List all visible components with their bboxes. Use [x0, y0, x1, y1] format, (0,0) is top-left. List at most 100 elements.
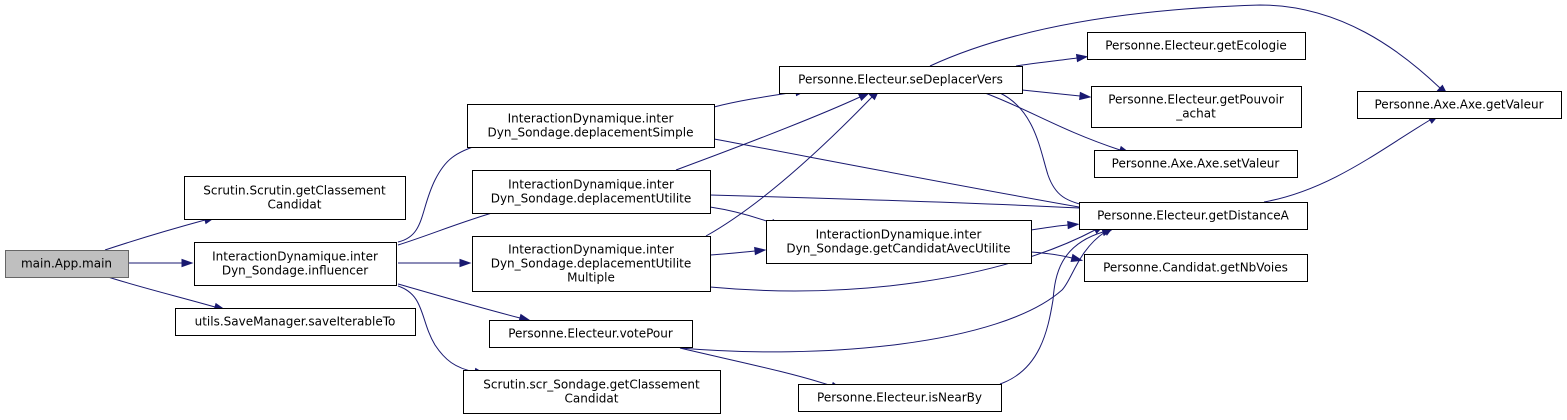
node-label-line: Dyn_Sondage.deplacementSimple — [488, 126, 694, 140]
node-label-line: Personne.Electeur.votePour — [508, 327, 673, 341]
edge-seDeplacerVers-to-getDistanceA — [999, 92, 1105, 212]
edge-line — [1021, 89, 1081, 97]
node-scrGetClassement[interactable]: Scrutin.scr_Sondage.getClassementCandida… — [463, 370, 721, 414]
edge-line — [1030, 251, 1073, 259]
node-label-line: Scrutin.Scrutin.getClassement — [203, 184, 386, 198]
edge-line — [679, 231, 1106, 353]
edge-line — [929, 4, 1441, 89]
node-box — [472, 236, 711, 292]
node-box — [766, 220, 1032, 264]
edge-line — [675, 96, 861, 171]
node-label-line: Personne.Electeur.getPouvoir — [1108, 93, 1284, 107]
node-box — [1084, 254, 1308, 282]
node-getCandidatAvecUtilite[interactable]: InteractionDynamique.interDyn_Sondage.ge… — [766, 220, 1032, 264]
node-label-line: Dyn_Sondage.deplacementUtilite — [491, 192, 692, 206]
node-box — [472, 170, 711, 214]
node-getNbVoies[interactable]: Personne.Candidat.getNbVoies — [1084, 254, 1308, 282]
node-box — [467, 104, 715, 148]
arrowhead-icon — [181, 258, 194, 268]
edge-getCandidatAvecUtilite-to-getDistanceA — [1030, 220, 1080, 231]
nodes-layer: main.App.main Scrutin.Scrutin.getClasseme… — [5, 32, 1562, 414]
node-box — [175, 308, 416, 336]
node-influencer[interactable]: InteractionDynamique.interDyn_Sondage.in… — [194, 242, 397, 286]
node-box — [194, 242, 397, 286]
node-label-line: utils.SaveManager.saveIterableTo — [195, 315, 396, 329]
node-saveIterableTo[interactable]: utils.SaveManager.saveIterableTo — [175, 308, 416, 336]
node-getPouvoirAchat[interactable]: Personne.Electeur.getPouvoir_achat — [1091, 86, 1302, 128]
node-label-line: Scrutin.scr_Sondage.getClassement — [483, 378, 700, 392]
node-isNearBy[interactable]: Personne.Electeur.isNearBy — [798, 384, 1002, 412]
edge-line — [709, 229, 1096, 292]
node-label-line: InteractionDynamique.inter — [508, 112, 674, 126]
node-label-line: Personne.Electeur.isNearBy — [817, 391, 982, 405]
node-votePour[interactable]: Personne.Electeur.votePour — [489, 320, 693, 348]
node-box — [1091, 86, 1302, 128]
node-label-line: _achat — [1175, 107, 1216, 121]
edge-line — [397, 285, 476, 373]
node-label-line: Multiple — [567, 271, 615, 285]
arrowhead-icon — [754, 246, 767, 256]
node-getEcologie[interactable]: Personne.Electeur.getEcologie — [1087, 32, 1306, 60]
edge-line — [1263, 119, 1431, 203]
edge-getCandidatAvecUtilite-to-getNbVoies — [1030, 251, 1084, 262]
edge-seDeplacerVers-to-getPouvoirAchat — [1021, 89, 1092, 101]
edge-line — [397, 143, 483, 243]
node-box — [798, 384, 1002, 412]
node-seDeplacerVers[interactable]: Personne.Electeur.seDeplacerVers — [779, 66, 1023, 94]
node-box — [779, 66, 1023, 94]
edge-deplacementUtiliteMultiple-to-getCandidatAvecUtilite — [709, 246, 767, 256]
edge-line — [679, 347, 833, 387]
edge-line — [713, 138, 1086, 209]
node-label-line: InteractionDynamique.inter — [508, 243, 674, 257]
node-label-line: InteractionDynamique.inter — [212, 250, 378, 264]
node-deplacementSimple[interactable]: InteractionDynamique.interDyn_Sondage.de… — [467, 104, 715, 148]
node-deplacementUtiliteMultiple[interactable]: InteractionDynamique.interDyn_Sondage.de… — [472, 236, 711, 292]
node-label-line: Personne.Candidat.getNbVoies — [1103, 261, 1288, 275]
edge-line — [999, 92, 1094, 208]
node-label-line: Candidat — [565, 392, 619, 406]
node-box — [5, 250, 129, 278]
edge-line — [104, 275, 216, 308]
arrowhead-icon — [459, 258, 472, 268]
node-label-line: Candidat — [268, 198, 322, 212]
node-label-line: Dyn_Sondage.influencer — [222, 264, 368, 278]
arrowhead-icon — [1070, 253, 1084, 262]
node-label-line: main.App.main — [21, 257, 112, 271]
node-label-line: Personne.Electeur.seDeplacerVers — [798, 73, 1003, 87]
edge-main-to-influencer — [128, 258, 194, 268]
edge-line — [999, 231, 1104, 385]
node-getValeur[interactable]: Personne.Axe.Axe.getValeur — [1357, 91, 1562, 119]
node-box — [1094, 150, 1298, 178]
node-box — [489, 320, 693, 348]
arrowhead-icon — [1079, 91, 1092, 101]
edge-line — [104, 219, 206, 251]
edge-line — [984, 92, 1121, 151]
node-setValeur[interactable]: Personne.Axe.Axe.setValeur — [1094, 150, 1298, 178]
edge-line — [709, 206, 773, 224]
edge-influencer-to-deplacementUtiliteMultiple — [398, 258, 472, 268]
node-box — [1087, 32, 1306, 60]
node-label-line: Dyn_Sondage.getCandidatAvecUtilite — [786, 242, 1010, 256]
node-deplacementUtilite[interactable]: InteractionDynamique.interDyn_Sondage.de… — [472, 170, 711, 214]
edge-seDeplacerVers-to-getEcologie — [1015, 53, 1089, 67]
arrowhead-icon — [1075, 53, 1089, 63]
node-box — [184, 176, 406, 220]
node-label-line: InteractionDynamique.inter — [508, 178, 674, 192]
node-box — [1079, 202, 1308, 230]
node-label-line: Personne.Axe.Axe.setValeur — [1112, 157, 1280, 171]
edge-line — [1030, 224, 1069, 231]
arrowhead-icon — [1067, 220, 1080, 230]
edge-line — [709, 194, 1081, 209]
edge-line — [397, 283, 521, 319]
edge-deplacementUtilite-to-getDistanceA — [709, 194, 1092, 213]
node-getDistanceA[interactable]: Personne.Electeur.getDistanceA — [1079, 202, 1308, 230]
node-label-line: InteractionDynamique.inter — [816, 228, 982, 242]
node-main[interactable]: main.App.main — [5, 250, 129, 278]
node-box — [463, 370, 721, 414]
edge-line — [713, 91, 797, 108]
edge-deplacementUtiliteMultiple-to-seDeplacerVers — [705, 88, 881, 237]
node-label-line: Dyn_Sondage.deplacementUtilite — [491, 257, 692, 271]
node-box — [1357, 91, 1562, 119]
